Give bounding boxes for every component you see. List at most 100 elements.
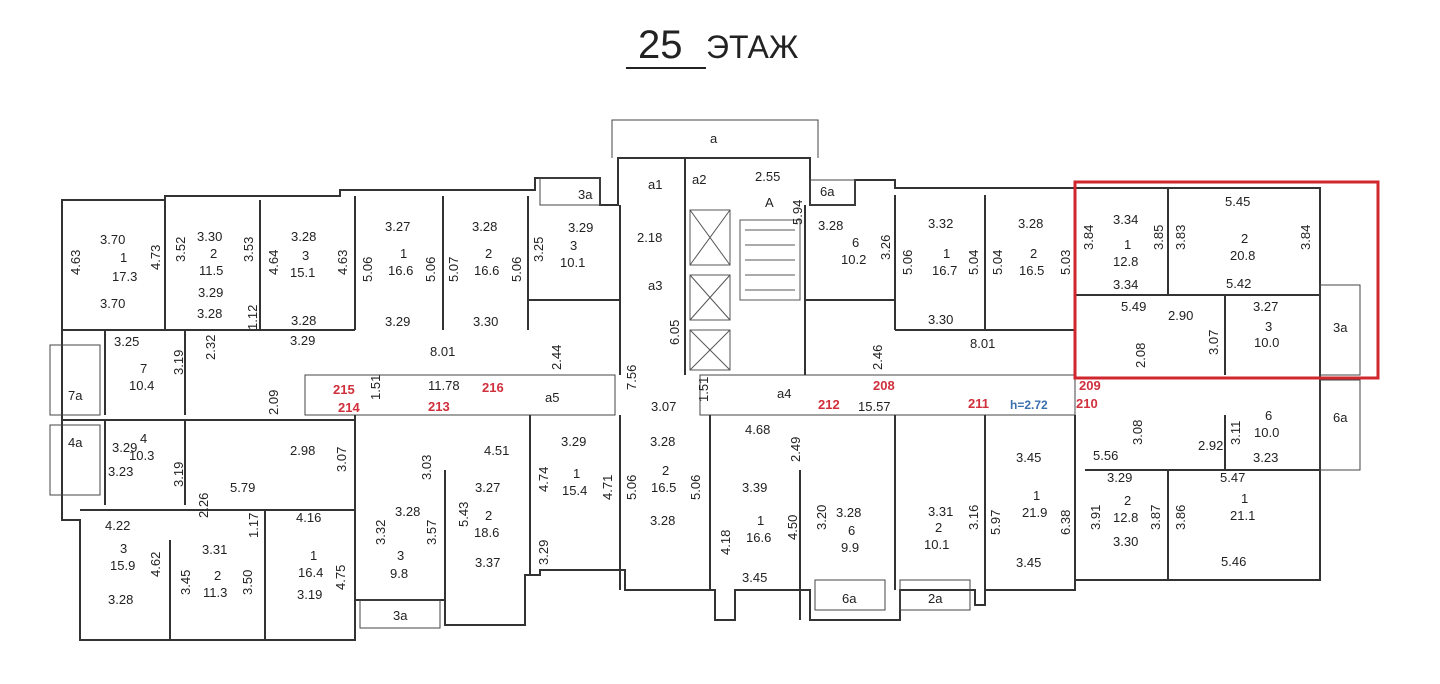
dimension: 5.56 bbox=[1093, 448, 1118, 463]
dimension: 3.11 bbox=[1228, 421, 1243, 445]
dimension: 11.78 bbox=[428, 378, 460, 393]
room-label: a bbox=[710, 131, 718, 146]
dimension: 5.94 bbox=[790, 200, 805, 225]
dimension: 4.68 bbox=[745, 422, 770, 437]
dimension: 3.32 bbox=[373, 520, 388, 545]
dimension: 6.05 bbox=[667, 320, 682, 345]
dimension: 6.38 bbox=[1058, 510, 1073, 535]
room-number: 1 bbox=[943, 246, 950, 261]
corridor bbox=[304, 374, 1076, 416]
dimension: 4.18 bbox=[718, 530, 733, 555]
dimension: 5.45 bbox=[1225, 194, 1250, 209]
dimension: 3.07 bbox=[334, 447, 349, 472]
dimension: 3.83 bbox=[1173, 225, 1188, 250]
dimension: 3.27 bbox=[1253, 299, 1278, 314]
room-number: 1 bbox=[1033, 488, 1040, 503]
dimension: 3.26 bbox=[878, 235, 893, 260]
dimension: 3.28 bbox=[1018, 216, 1043, 231]
room-area: 17.3 bbox=[112, 269, 137, 284]
ceiling-height: h=2.72 bbox=[1010, 398, 1048, 412]
dimension: 5.47 bbox=[1220, 470, 1245, 485]
room-area: 21.1 bbox=[1230, 508, 1255, 523]
dimension: 3.29 bbox=[568, 220, 593, 235]
room-label: 3a bbox=[1333, 320, 1348, 335]
room-label: 2a bbox=[928, 591, 943, 606]
room-area: 16.7 bbox=[932, 263, 957, 278]
dimension: 7.56 bbox=[624, 365, 639, 390]
room-number: 4 bbox=[140, 431, 147, 446]
room-number: 2 bbox=[662, 463, 669, 478]
dimension: 3.19 bbox=[171, 462, 186, 487]
dimension: 3.53 bbox=[241, 237, 256, 262]
dimension: 4.63 bbox=[335, 250, 350, 275]
dimension: 15.57 bbox=[858, 399, 891, 414]
dimension: 3.70 bbox=[100, 232, 125, 247]
room-number: 7 bbox=[140, 361, 147, 376]
dimension: 3.27 bbox=[385, 219, 410, 234]
dimension: 5.42 bbox=[1226, 276, 1251, 291]
dimension: 2.46 bbox=[870, 345, 885, 370]
dimension: 5.97 bbox=[988, 510, 1003, 535]
room-labels: a a1 a2 A a3 a4 a5 3a 6a 7a 4a 3a 6a 6a … bbox=[68, 131, 1348, 623]
dimension: 3.28 bbox=[291, 229, 316, 244]
room-area: 10.0 bbox=[1254, 425, 1279, 440]
room-label: 4a bbox=[68, 435, 83, 450]
dimension: 8.01 bbox=[970, 336, 995, 351]
dimension: 3.23 bbox=[1253, 450, 1278, 465]
dimension: 2.49 bbox=[788, 437, 803, 462]
room-area: 11.5 bbox=[199, 263, 223, 278]
dimension: 3.86 bbox=[1173, 505, 1188, 530]
dimension: 4.73 bbox=[148, 245, 163, 270]
dimension: 3.28 bbox=[395, 504, 420, 519]
dimension: 3.23 bbox=[108, 464, 133, 479]
highlight-frame bbox=[1073, 180, 1380, 380]
dimension: 4.16 bbox=[296, 510, 321, 525]
dimension: 3.29 bbox=[536, 540, 551, 565]
dimension: 5.06 bbox=[423, 257, 438, 282]
room-number: 3 bbox=[1265, 319, 1272, 334]
dimension: 3.84 bbox=[1298, 225, 1313, 250]
dimension: 3.34 bbox=[1113, 277, 1138, 292]
apartment-number: 216 bbox=[482, 380, 504, 395]
dimension: 3.29 bbox=[385, 314, 410, 329]
dimension: 3.19 bbox=[297, 587, 322, 602]
dimension: 3.25 bbox=[531, 237, 546, 262]
room-number: 3 bbox=[302, 248, 309, 263]
dimension: 3.28 bbox=[291, 313, 316, 328]
dimension: 5.06 bbox=[360, 257, 375, 282]
dimension: 3.29 bbox=[290, 333, 315, 348]
apartment-number: 215 bbox=[333, 382, 355, 397]
room-label: 3a bbox=[393, 608, 408, 623]
dimension: 5.79 bbox=[230, 480, 255, 495]
room-area: 18.6 bbox=[474, 525, 499, 540]
dimension: 3.37 bbox=[475, 555, 500, 570]
room-number: 1 bbox=[757, 513, 764, 528]
dimension: 4.62 bbox=[148, 552, 163, 577]
dimension: 2.32 bbox=[203, 335, 218, 360]
room-area: 15.1 bbox=[290, 265, 315, 280]
dimension: 3.39 bbox=[742, 480, 767, 495]
dimension: 5.04 bbox=[966, 250, 981, 275]
room-area: 10.0 bbox=[1254, 335, 1279, 350]
dimension: 2.09 bbox=[266, 390, 281, 415]
apartment-number: 210 bbox=[1076, 396, 1098, 411]
room-label: a4 bbox=[777, 386, 791, 401]
apartment-number: 209 bbox=[1079, 378, 1101, 393]
dimension: 3.29 bbox=[1107, 470, 1132, 485]
apartment-number: 213 bbox=[428, 399, 450, 414]
dimension: 1.51 bbox=[696, 377, 711, 402]
dimension: 2.90 bbox=[1168, 308, 1193, 323]
room-label: 7a bbox=[68, 388, 83, 403]
building-outline bbox=[61, 119, 1321, 641]
dimension: 2.26 bbox=[196, 493, 211, 518]
dimension: 3.45 bbox=[1016, 555, 1041, 570]
room-label: a2 bbox=[692, 172, 706, 187]
floor-number: 25 bbox=[638, 23, 683, 67]
room-number: 2 bbox=[210, 246, 217, 261]
room-number: 2 bbox=[1241, 231, 1248, 246]
room-number: 6 bbox=[848, 523, 855, 538]
dimension: 3.85 bbox=[1151, 225, 1166, 250]
dimension: 1.17 bbox=[246, 513, 261, 538]
dimension: 2.08 bbox=[1133, 343, 1148, 368]
